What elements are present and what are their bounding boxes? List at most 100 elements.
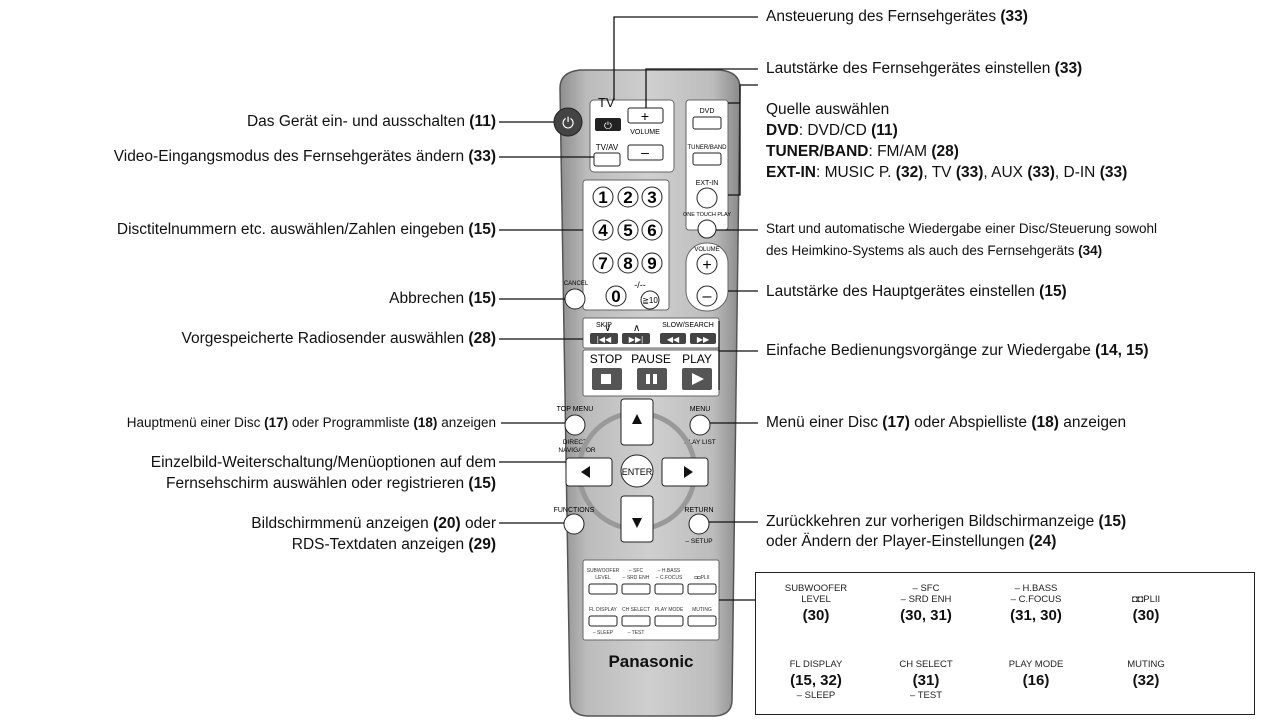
hbass-button[interactable] (654, 583, 684, 595)
digit-button[interactable] (641, 252, 663, 274)
functions-button[interactable] (563, 513, 585, 535)
digit-button[interactable] (641, 219, 663, 241)
tuner-band-button[interactable] (692, 152, 722, 166)
svg-text:-/--: -/-- (634, 280, 646, 290)
ext-in-button[interactable] (696, 187, 718, 209)
svg-text:– SETUP: – SETUP (685, 538, 712, 545)
main-volume-up-button[interactable] (696, 253, 718, 275)
cancel-button[interactable] (564, 288, 586, 310)
label-power: Das Gerät ein- und ausschalten (11) (246, 113, 496, 130)
svg-text:▶▶: ▶▶ (697, 335, 710, 344)
digit-button[interactable] (592, 252, 614, 274)
svg-text:CH SELECT: CH SELECT (622, 607, 650, 613)
svg-text:2: 2 (623, 188, 632, 207)
svg-text:DIRECT: DIRECT (563, 439, 587, 446)
svg-text:– SRD ENH: – SRD ENH (623, 575, 650, 581)
slow-ff-button[interactable] (690, 333, 716, 344)
label-source-tuner: TUNER/BAND: FM/AM (28) (766, 143, 959, 160)
play-icon (692, 373, 704, 385)
number-pad (582, 179, 670, 311)
menu-button[interactable] (689, 414, 711, 436)
label-return-2: oder Ändern der Player-Einstellungen (24… (766, 533, 1057, 550)
svg-text:RETURN: RETURN (684, 507, 713, 514)
slow-rew-button[interactable] (660, 333, 686, 344)
svg-text:MENU: MENU (690, 406, 711, 413)
svg-text:NAVIGATOR: NAVIGATOR (558, 447, 596, 454)
ch-select-button[interactable] (621, 615, 651, 627)
svg-text:5: 5 (623, 221, 632, 240)
digit-button[interactable] (617, 186, 639, 208)
play-mode-button[interactable] (654, 615, 684, 627)
plii-button[interactable] (687, 583, 717, 595)
label-menu: Menü einer Disc (17) oder Abspielliste (… (766, 414, 1127, 431)
inset-plii: ◘◘PLII (30) (1131, 594, 1161, 624)
inset-hbass: – H.BASS– C.FOCUS (31, 30) (1010, 583, 1062, 624)
label-cursor-1: Einzelbild-Weiterschaltung/Menüoptionen … (150, 454, 496, 471)
digit-button[interactable] (617, 219, 639, 241)
svg-text:DVD: DVD (700, 108, 715, 115)
svg-text:EXT-IN: EXT-IN (696, 180, 719, 187)
inset-sfc: – SFC– SRD ENH (30, 31) (900, 583, 952, 624)
pause-icon (646, 374, 650, 384)
sfc-button[interactable] (621, 583, 651, 595)
skip-prev-button[interactable] (590, 333, 618, 344)
svg-text:8: 8 (623, 254, 632, 273)
svg-text:PLAY LIST: PLAY LIST (684, 439, 716, 446)
svg-text:9: 9 (647, 254, 656, 273)
svg-text:ENTER: ENTER (622, 467, 653, 477)
enter-button[interactable] (620, 454, 654, 488)
inset-fl-display: FL DISPLAY (15, 32) – SLEEP (789, 659, 843, 701)
svg-text:+: + (702, 257, 711, 274)
subwoofer-button[interactable] (588, 583, 618, 595)
label-tvav: Video-Eingangsmodus des Fernsehgerätes ä… (113, 148, 496, 165)
svg-text:VOLUME: VOLUME (694, 247, 719, 253)
leader-lines (499, 16, 758, 601)
digit-button[interactable] (605, 285, 627, 307)
svg-text:– C.FOCUS: – C.FOCUS (656, 575, 683, 581)
svg-text:≧10: ≧10 (642, 296, 658, 305)
ten-plus-button[interactable] (640, 290, 660, 310)
tv-volume-down-button[interactable] (627, 144, 664, 161)
svg-text:∧: ∧ (633, 323, 640, 334)
tvav-label: TV/AV (596, 143, 619, 152)
digit-button[interactable] (641, 186, 663, 208)
label-source-title: Quelle auswählen (766, 101, 890, 118)
label-source-extin: EXT-IN: MUSIC P. (32), TV (33), AUX (33)… (766, 164, 1128, 181)
svg-text:◘◘PLII: ◘◘PLII (695, 575, 710, 581)
digit-button[interactable] (592, 186, 614, 208)
svg-text:SLOW/SEARCH: SLOW/SEARCH (662, 322, 714, 329)
svg-text:FUNCTIONS: FUNCTIONS (554, 507, 595, 514)
pause-button[interactable] (637, 368, 667, 390)
skip-next-button[interactable] (622, 333, 650, 344)
svg-text:6: 6 (647, 221, 656, 240)
svg-text:– TEST: – TEST (628, 630, 645, 636)
svg-text:FL DISPLAY: FL DISPLAY (589, 607, 617, 613)
tv-power-button[interactable] (595, 118, 621, 131)
top-menu-button[interactable] (564, 414, 586, 436)
muting-button[interactable] (687, 615, 717, 627)
label-return-1: Zurückkehren zur vorherigen Bildschirman… (766, 513, 1127, 530)
svg-text:SKIP: SKIP (596, 322, 612, 329)
fl-display-button[interactable] (588, 615, 618, 627)
svg-text:TOP MENU: TOP MENU (557, 406, 594, 413)
main-volume-down-button[interactable] (696, 285, 718, 307)
svg-text:+: + (641, 108, 649, 124)
digit-button[interactable] (592, 219, 614, 241)
dvd-button[interactable] (692, 116, 722, 130)
svg-text:3: 3 (647, 188, 656, 207)
tv-label: TV (598, 95, 615, 110)
label-functions-2: RDS-Textdaten anzeigen (29) (291, 536, 496, 553)
digit-button[interactable] (617, 252, 639, 274)
tvav-button[interactable] (593, 152, 621, 167)
label-source-dvd: DVD: DVD/CD (11) (766, 122, 898, 139)
stop-icon (601, 374, 611, 384)
svg-text:1: 1 (598, 188, 607, 207)
brand-logo: Panasonic (608, 652, 693, 671)
return-button[interactable] (688, 513, 710, 535)
power-icon: ⏻ (604, 121, 612, 132)
label-cursor-2: Fernsehschirm auswählen oder registriere… (166, 475, 496, 492)
svg-text:▶▶|: ▶▶| (629, 335, 643, 344)
svg-text:0: 0 (611, 287, 620, 306)
label-numbers: Disctitelnummern etc. auswählen/Zahlen e… (116, 221, 496, 238)
one-touch-play-button[interactable] (697, 219, 717, 239)
